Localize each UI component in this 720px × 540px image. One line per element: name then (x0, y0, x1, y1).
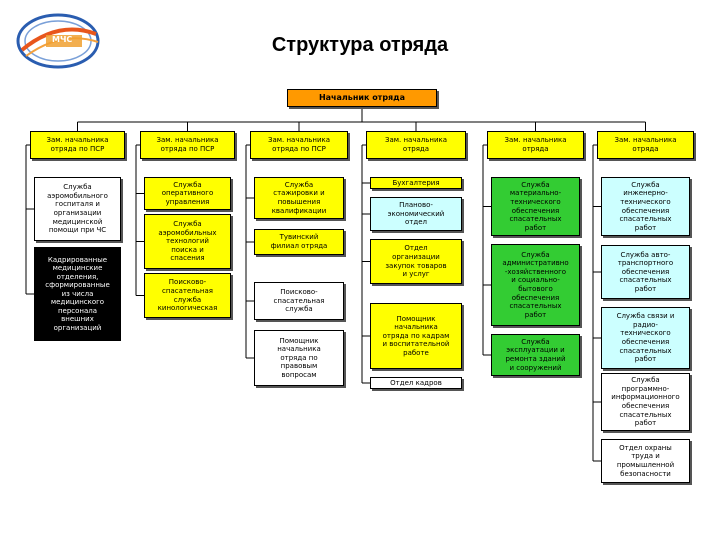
unit-box-5-1: Служба материально- технического обеспеч… (491, 177, 580, 236)
unit-box-6-1: Служба инженерно- технического обеспечен… (601, 177, 690, 236)
deputy-header-3: Зам. начальника отряда по ПСР (250, 131, 348, 159)
deputy-header-5: Зам. начальника отряда (487, 131, 584, 159)
deputy-header-6: Зам. начальника отряда (597, 131, 694, 159)
unit-box-3-4: Помощник начальника отряда по правовым в… (254, 330, 344, 386)
unit-box-4-5: Отдел кадров (370, 377, 462, 389)
unit-box-1-1: Служба аэромобильного госпиталя и органи… (34, 177, 121, 241)
unit-box-2-3: Поисково- спасательная служба кинологиче… (144, 273, 231, 318)
unit-box-4-2: Планово- экономический отдел (370, 197, 462, 231)
logo-text: MЧС (52, 35, 73, 44)
mchs-logo: MЧС (12, 10, 104, 72)
unit-box-4-4: Помощник начальника отряда по кадрам и в… (370, 303, 462, 369)
unit-box-5-2: Служба административно -хозяйственного и… (491, 244, 580, 326)
unit-box-3-2: Тувинский филиал отряда (254, 229, 344, 255)
deputy-header-2: Зам. начальника отряда по ПСР (140, 131, 235, 159)
unit-box-2-2: Служба аэромобильных технологий поиска и… (144, 214, 231, 269)
deputy-header-4: Зам. начальника отряда (366, 131, 466, 159)
unit-box-5-3: Служба эксплуатации и ремонта зданий и с… (491, 334, 580, 376)
unit-box-3-3: Поисково- спасательная служба (254, 282, 344, 320)
unit-box-4-3: Отдел организации закупок товаров и услу… (370, 239, 462, 284)
deputy-header-1: Зам. начальника отряда по ПСР (30, 131, 125, 159)
unit-box-6-3: Служба связи и радио- технического обесп… (601, 307, 690, 369)
unit-box-2-1: Служба оперативного управления (144, 177, 231, 210)
page-title: Структура отряда (271, 34, 449, 56)
unit-box-6-4: Служба программно- информационного обесп… (601, 373, 690, 431)
head-box: Начальник отряда (287, 89, 437, 107)
unit-box-3-1: Служба стажировки и повышения квалификац… (254, 177, 344, 219)
unit-box-4-1: Бухгалтерия (370, 177, 462, 189)
unit-box-1-2: Кадрированные медицинские отделения, сфо… (34, 247, 121, 341)
unit-box-6-5: Отдел охраны труда и промышленной безопа… (601, 439, 690, 483)
unit-box-6-2: Служба авто- транспортного обеспечения с… (601, 245, 690, 299)
